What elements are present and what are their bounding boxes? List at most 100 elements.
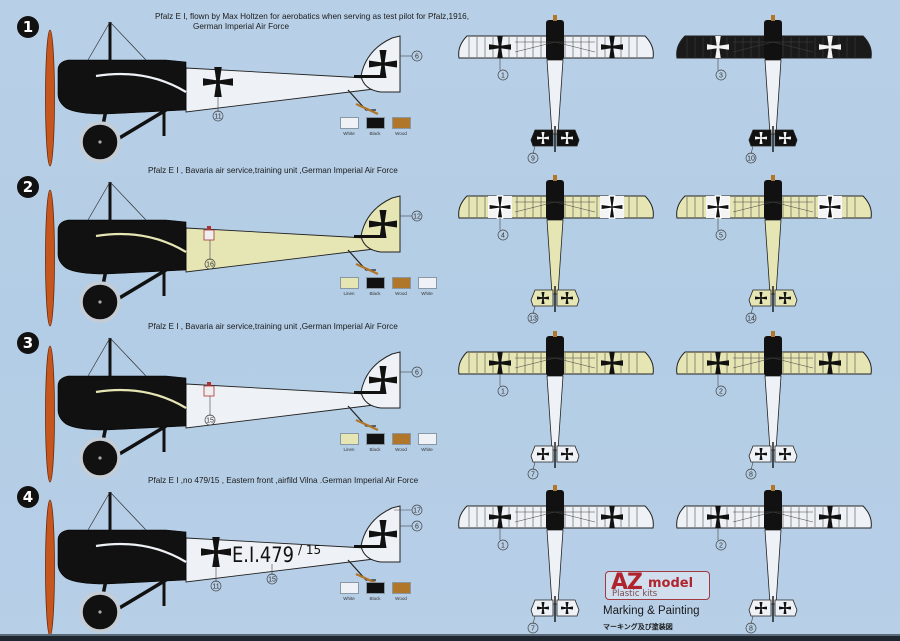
top-view-drawing: 17 xyxy=(458,331,654,480)
swatch-chip xyxy=(417,277,437,289)
wing-cross-left-icon xyxy=(488,195,512,219)
cockpit xyxy=(546,490,564,530)
cowl-highlight xyxy=(95,542,187,563)
top-view-drawing: 19 xyxy=(458,15,654,164)
swatch-label: Black xyxy=(369,291,381,296)
color-swatch-white: White xyxy=(339,582,359,601)
callout-rudder: 6 xyxy=(411,50,423,62)
rear-fuselage xyxy=(185,67,382,113)
profile-caption: Pfalz E I, flown by Max Holtzen for aero… xyxy=(155,12,469,32)
svg-text:15: 15 xyxy=(268,577,276,584)
svg-text:1: 1 xyxy=(501,73,505,80)
fuselage-top xyxy=(546,529,564,605)
tailskid xyxy=(355,418,379,432)
wing-cross-right-icon xyxy=(601,506,623,528)
swatch-chip xyxy=(391,117,411,129)
caption-line-1: Pfalz E I , Bavaria air service,training… xyxy=(148,322,398,331)
callout-wing: 3 xyxy=(715,69,727,81)
color-swatch-white: White xyxy=(417,433,437,452)
cockpit xyxy=(764,490,782,530)
wing-cross-right-icon xyxy=(819,36,841,58)
svg-text:5: 5 xyxy=(719,233,723,240)
callout-fuselage-cross: 11 xyxy=(210,580,222,592)
swatch-chip xyxy=(365,582,385,594)
propeller xyxy=(45,29,55,167)
top-view-drawing: 514 xyxy=(676,175,872,324)
svg-text:6: 6 xyxy=(415,54,419,61)
wing-cross-left-icon xyxy=(489,352,511,374)
svg-text:7: 7 xyxy=(531,472,535,479)
fuselage-top xyxy=(546,219,564,295)
swatch-chip xyxy=(391,433,411,445)
cockpit xyxy=(764,20,782,60)
wing-cross-right-icon xyxy=(819,506,841,528)
svg-text:15: 15 xyxy=(206,418,214,425)
swatch-label: Wood xyxy=(395,596,407,601)
bottom-edge xyxy=(0,636,900,641)
cowl-highlight xyxy=(95,232,187,253)
bottom-edge-shadow xyxy=(0,634,900,636)
caption-line-2: German Imperial Air Force xyxy=(193,22,290,31)
propeller xyxy=(45,189,55,327)
swatch-label: White xyxy=(343,131,355,136)
propeller xyxy=(45,345,55,483)
logo-model-text: model xyxy=(648,576,694,591)
svg-text:1: 1 xyxy=(501,389,505,396)
svg-text:10: 10 xyxy=(747,156,755,163)
callout-tail: 8 xyxy=(745,622,757,634)
swatch-chip xyxy=(391,582,411,594)
svg-text:11: 11 xyxy=(212,584,219,591)
fuselage-top xyxy=(764,59,782,135)
bavarian-crest-icon xyxy=(203,382,215,397)
swatch-label: Wood xyxy=(395,131,407,136)
tail-cross-left-icon xyxy=(537,602,549,614)
cowl-highlight xyxy=(95,388,187,409)
color-swatch-black: Black xyxy=(365,277,385,296)
wing-cross-right-icon xyxy=(818,195,842,219)
tail-cross-right-icon xyxy=(561,292,573,304)
color-swatch-linen: Linen xyxy=(339,277,359,296)
caption-line-1: Pfalz E I, flown by Max Holtzen for aero… xyxy=(155,12,470,21)
svg-text:11: 11 xyxy=(214,114,221,121)
callout-tail: 9 xyxy=(527,152,539,164)
rudder-cross-icon xyxy=(369,50,397,78)
wing-cross-right-icon xyxy=(601,36,623,58)
sheet-title: Marking & Painting xyxy=(603,605,700,617)
fuselage-top xyxy=(764,375,782,451)
swatch-label: White xyxy=(343,596,355,601)
cockpit xyxy=(764,180,782,220)
caption-line-1: Pfalz E I ,no 479/15 , Eastern front ,ai… xyxy=(148,476,419,485)
callout-serial: 15 xyxy=(266,573,278,585)
callout-rudder-top: 17 xyxy=(411,504,423,516)
cockpit xyxy=(546,336,564,376)
svg-text:8: 8 xyxy=(749,472,753,479)
svg-text:17: 17 xyxy=(413,508,421,515)
top-view-drawing: 3 10 xyxy=(676,15,872,164)
svg-text:2: 2 xyxy=(719,543,723,550)
cowl-highlight xyxy=(95,72,187,93)
tail-cross-left-icon xyxy=(537,448,549,460)
side-profile-drawing: 156 xyxy=(45,337,423,483)
top-view-drawing: 28 xyxy=(676,485,872,634)
serial-suffix: / 15 xyxy=(298,543,321,557)
side-profile-drawing: 11 6 xyxy=(45,21,423,167)
top-view-drawing: 28 xyxy=(676,331,872,480)
fuselage-top xyxy=(764,529,782,605)
tail-cross-left-icon xyxy=(537,132,549,144)
cockpit xyxy=(764,336,782,376)
swatch-label: Linen xyxy=(343,447,355,452)
wing-cross-right-icon xyxy=(600,195,624,219)
rudder-cross-icon xyxy=(369,210,397,238)
svg-text:12: 12 xyxy=(413,214,421,221)
swatch-label: White xyxy=(421,291,433,296)
callout-wing: 1 xyxy=(497,385,509,397)
logo-az-text: AZ xyxy=(611,570,643,595)
callout-wing: 2 xyxy=(715,539,727,551)
callout-wing: 1 xyxy=(497,69,509,81)
profile-caption: Pfalz E I , Bavaria air service,training… xyxy=(148,166,398,176)
top-view-drawing: 17 xyxy=(458,485,654,634)
